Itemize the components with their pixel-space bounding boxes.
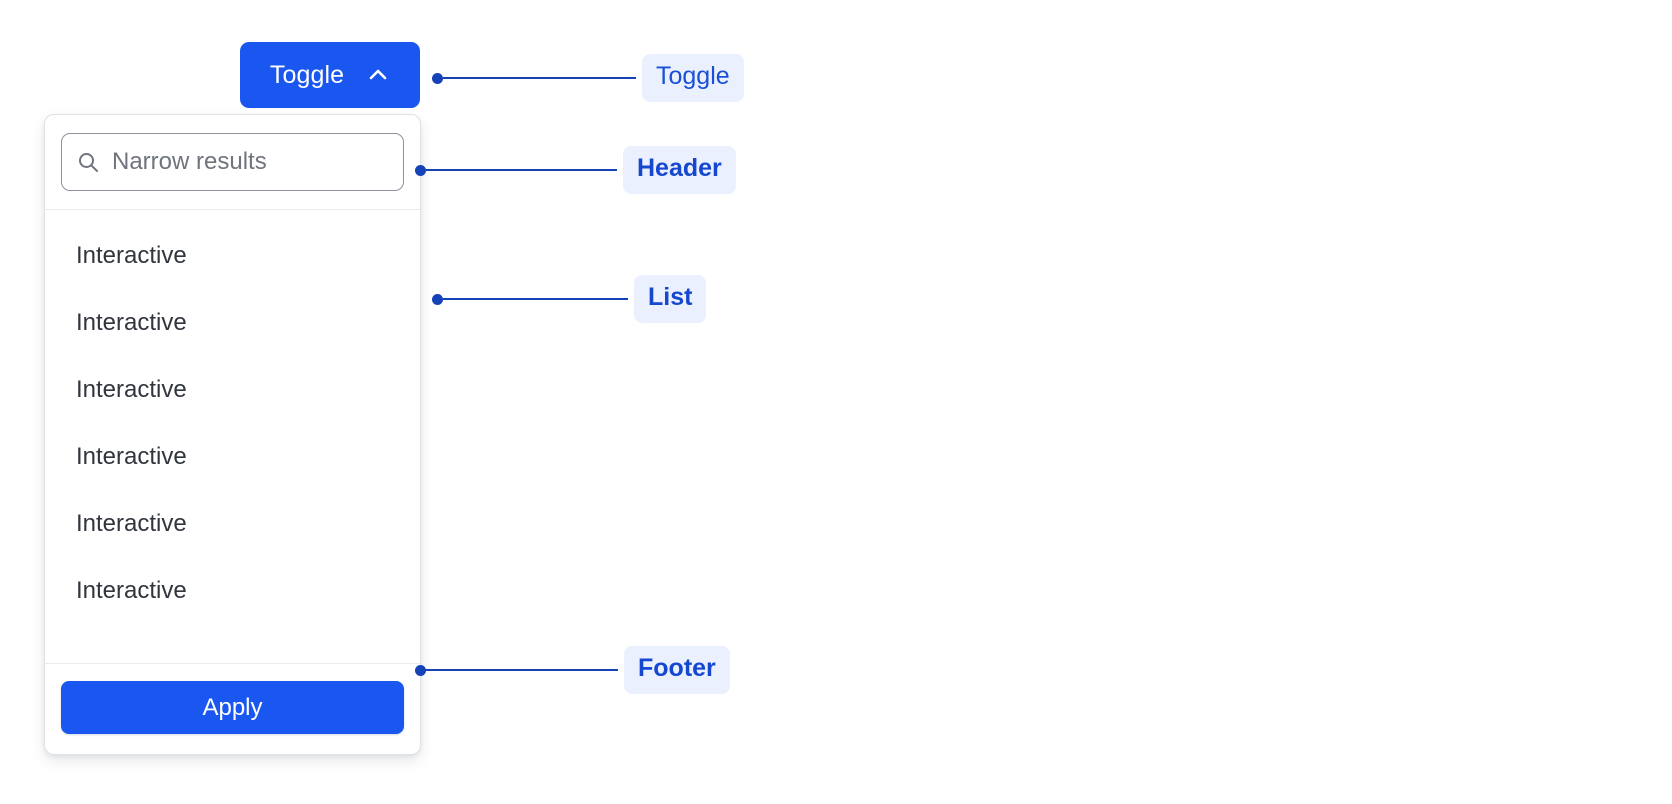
annotation-line <box>426 169 617 171</box>
search-input[interactable] <box>112 148 389 176</box>
list-item[interactable]: Interactive <box>76 241 187 269</box>
list-item[interactable]: Interactive <box>76 308 187 336</box>
list-item[interactable]: Interactive <box>76 442 187 470</box>
annotation-dot <box>415 164 426 176</box>
search-field[interactable] <box>61 133 404 191</box>
annotation-line <box>443 298 628 300</box>
dropdown-panel: Interactive Interactive Interactive Inte… <box>44 114 421 755</box>
annotation-label: Toggle <box>642 54 744 102</box>
annotation-label: List <box>634 275 707 323</box>
dropdown-header <box>45 115 420 210</box>
annotation-dot <box>432 72 443 84</box>
toggle-button[interactable]: Toggle <box>240 42 420 108</box>
annotation-label: Footer <box>624 646 730 694</box>
list-item[interactable]: Interactive <box>76 375 187 403</box>
dropdown-footer: Apply <box>45 663 420 754</box>
annotation-line <box>443 77 636 79</box>
annotation-dot <box>415 664 426 676</box>
toggle-button-label: Toggle <box>269 60 345 89</box>
dropdown-list: Interactive Interactive Interactive Inte… <box>45 210 420 663</box>
list-item[interactable]: Interactive <box>76 509 187 537</box>
annotation-label: Header <box>623 146 736 194</box>
annotation-dot <box>432 293 443 305</box>
list-item[interactable]: Interactive <box>76 576 187 604</box>
apply-button[interactable]: Apply <box>61 681 404 734</box>
annotation-line <box>426 669 618 671</box>
chevron-up-icon <box>366 63 390 87</box>
search-icon <box>76 150 100 174</box>
